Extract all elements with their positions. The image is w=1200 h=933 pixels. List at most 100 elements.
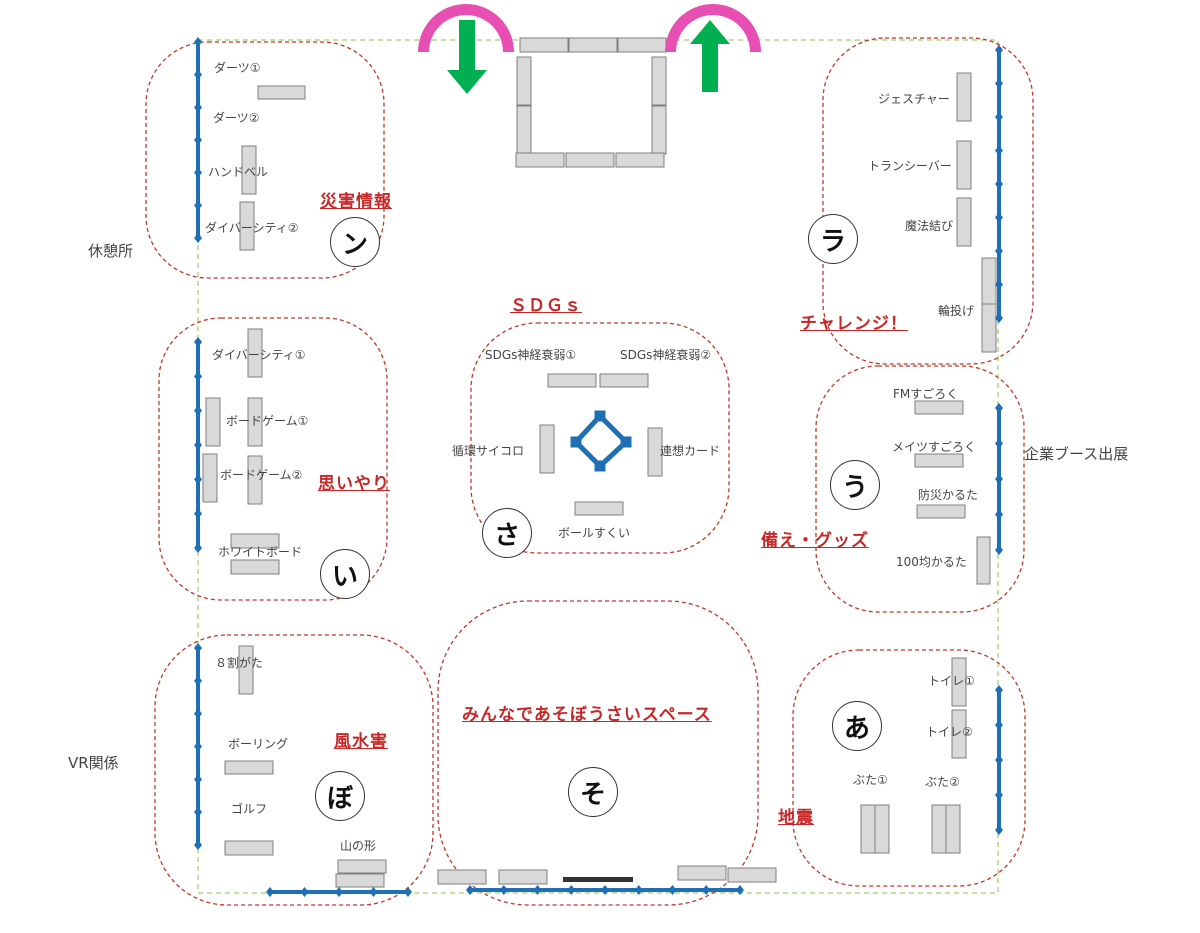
wall-marker [995,825,1003,835]
wall-marker [736,885,744,895]
wall-marker [300,887,309,897]
table [239,201,255,251]
table [651,105,667,155]
table [568,37,618,53]
wall-marker [995,246,1003,256]
category-label: チャレンジ！ [800,314,908,334]
item-label: ジェスチャー [878,92,950,106]
item-label: 防災かるた [918,488,979,502]
table [205,397,221,447]
wall-marker [194,37,202,47]
wall-marker [194,774,202,785]
table [931,804,947,854]
entrance-arch-right [665,4,761,52]
item-label: ボードゲーム② [220,468,303,482]
item-label: FMすごろく [893,387,959,401]
zone-circle-u: う [830,460,880,510]
table [516,105,532,155]
wall-marker [995,509,1003,520]
zone-a-outline [792,649,1026,887]
table [565,152,615,168]
wall-marker [995,720,1003,730]
wall-marker [601,885,609,895]
wall-marker [335,887,343,897]
wall-marker [995,403,1003,413]
zone-circle-sa: さ [482,508,532,558]
table [981,257,997,307]
item-label: ボーリング [228,737,289,751]
wall-marker [194,167,202,178]
wall-marker [194,337,202,347]
zone-circle-ra: ラ [808,214,858,264]
wall-marker [404,887,412,897]
item-label: ８割がた [215,656,264,670]
zone-circle-a: あ [832,701,882,751]
zone-n-outline [145,41,385,279]
sdgs-frame [570,410,632,472]
category-label: 地震 [778,808,814,828]
zone-i-outline [158,317,388,601]
wall-marker [194,675,202,686]
wall-marker [194,741,202,752]
wall-marker [995,790,1003,800]
table [976,536,991,585]
table [951,657,967,707]
stage-bar [563,877,633,882]
wall-marker [702,885,711,895]
table [202,453,218,503]
category-label: ＳＤＧｓ [510,296,582,316]
wall-marker [995,279,1003,290]
table [515,152,565,168]
zone-circle-bo: ぼ [315,771,365,821]
item-label: 循環サイコロ [452,444,525,458]
table [241,145,257,195]
item-label: ダイバーシティ② [205,221,299,235]
wall-marker [634,885,643,895]
table [437,869,487,885]
category-label: 風水害 [334,732,388,752]
wall-marker [194,405,202,416]
wall-marker [194,135,202,145]
wall-marker [995,112,1003,122]
wall-marker [194,69,202,80]
item-label: ハンドベル [208,165,269,179]
item-label: SDGs神経衰弱① [485,348,577,362]
item-label: ボールすくい [558,526,631,540]
table [617,37,667,53]
wall-marker [995,545,1003,555]
wall-marker [194,807,202,818]
item-label: 輪投げ [938,304,975,318]
wall-marker [194,643,202,653]
item-label: SDGs神経衰弱② [620,348,712,362]
table [677,865,727,881]
table [727,867,777,883]
wall-marker [194,102,202,113]
rest-area-label: 休憩所 [88,242,134,260]
table [874,804,890,854]
vr-area-label: VR関係 [68,754,119,772]
entrance-arch-left [418,4,514,52]
item-label: ぶた① [853,773,888,787]
table [956,197,972,247]
category-label: 思いやり [318,474,390,494]
up-arrow-icon [690,20,730,92]
table [224,840,274,856]
item-label: ダーツ① [214,61,261,75]
table [539,424,555,474]
item-label: 魔法結び [905,219,954,233]
table [647,427,663,477]
table [257,85,306,100]
table [951,709,967,759]
table [599,373,649,388]
item-label: トイレ① [928,674,975,688]
wall-marker [668,885,677,895]
wall-marker [995,78,1003,89]
table [615,152,665,168]
table [956,140,972,190]
wall-marker [567,885,576,895]
table [230,533,280,549]
table [335,873,385,888]
zone-sa-outline [470,322,730,554]
wall-marker [995,179,1003,189]
table [498,869,548,885]
